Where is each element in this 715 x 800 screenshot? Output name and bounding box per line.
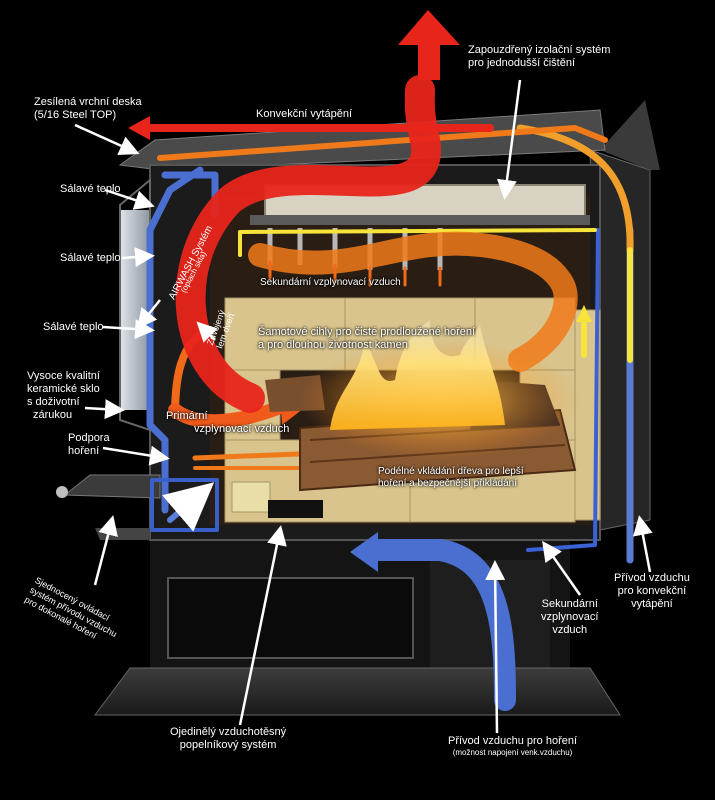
label-ash-system-line2: popelníkový systém (179, 739, 277, 751)
label-bricks: Šamotové cihly pro čisté prodloužené hoř… (258, 326, 475, 352)
label-convection-air: Přívod vzduchu pro konvekční vytápění (614, 572, 690, 611)
label-insulation-line1: Zapouzdřený izolační systém (468, 44, 611, 56)
label-glass-line1: Vysoce kvalitní (27, 370, 100, 382)
label-glass-line3: s doživotní (27, 396, 80, 408)
label-primary-air-line2: vzplynovací vzduch (194, 423, 290, 435)
label-convection-air-line3: vytápění (631, 598, 673, 610)
label-top-plate-line2: (5/16 Steel TOP) (34, 109, 117, 121)
label-secondary-air-right: Sekundární vzplynovací vzduch (541, 598, 598, 637)
label-combustion-air: Přívod vzduchu pro hoření (možnost napoj… (448, 735, 577, 758)
label-glass-line2: keramické sklo (27, 383, 100, 395)
pointer-lines (74, 79, 653, 734)
label-ash-system: Ojedinělý vzduchotěsný popelníkový systé… (170, 726, 286, 752)
label-wood-loading: Podélné vkládání dřeva pro lepší hoření … (378, 466, 524, 490)
label-glass-line4: zárukou (33, 409, 73, 421)
label-insulation: Zapouzdřený izolační systém pro jednoduš… (468, 44, 610, 70)
label-radiant-heat-1: Sálavé teplo (60, 183, 121, 195)
label-convection-air-line1: Přívod vzduchu (614, 572, 690, 584)
label-bricks-line2: a pro dlouhou životnost kamen (258, 339, 408, 351)
label-radiant-heat-3: Sálavé teplo (43, 321, 104, 333)
label-secondary-air-right-line2: vzplynovací (541, 611, 599, 623)
fire-and-logs (265, 320, 580, 492)
label-secondary-air-top: Sekundární vzplynovací vzduch (260, 277, 401, 288)
label-burn-support-line1: Podpora (68, 432, 110, 444)
label-wood-loading-line1: Podélné vkládání dřeva pro lepší (378, 466, 524, 477)
label-convection-heating: Konvekční vytápění (256, 108, 353, 120)
label-convection-air-line2: pro konvekční (617, 585, 687, 597)
label-top-plate-line1: Zesílená vrchní deska (34, 96, 142, 108)
label-top-plate: Zesílená vrchní deska (5/16 Steel TOP) (34, 96, 142, 122)
label-secondary-air-right-line1: Sekundární (541, 598, 598, 610)
label-radiant-heat-2: Sálavé teplo (60, 252, 121, 264)
label-glass: Vysoce kvalitní keramické sklo s doživot… (27, 370, 100, 422)
label-bricks-line1: Šamotové cihly pro čisté prodloužené hoř… (258, 326, 476, 338)
label-secondary-air-right-line3: vzduch (552, 624, 588, 636)
label-primary-air-line1: Primární (166, 410, 208, 422)
label-combustion-air-line2: (možnost napojení venk.vzduchu) (452, 748, 573, 757)
label-primary-air: Primární vzplynovací vzduch (166, 410, 289, 436)
label-burn-support-line2: hoření (68, 445, 100, 457)
label-ash-system-line1: Ojedinělý vzduchotěsný (170, 726, 287, 738)
label-wood-loading-line2: hoření a bezpečnější přikládání (378, 478, 517, 489)
label-insulation-line2: pro jednodušší čištění (468, 57, 576, 69)
label-combustion-air-line1: Přívod vzduchu pro hoření (448, 735, 578, 747)
label-burn-support: Podpora hoření (68, 432, 110, 458)
